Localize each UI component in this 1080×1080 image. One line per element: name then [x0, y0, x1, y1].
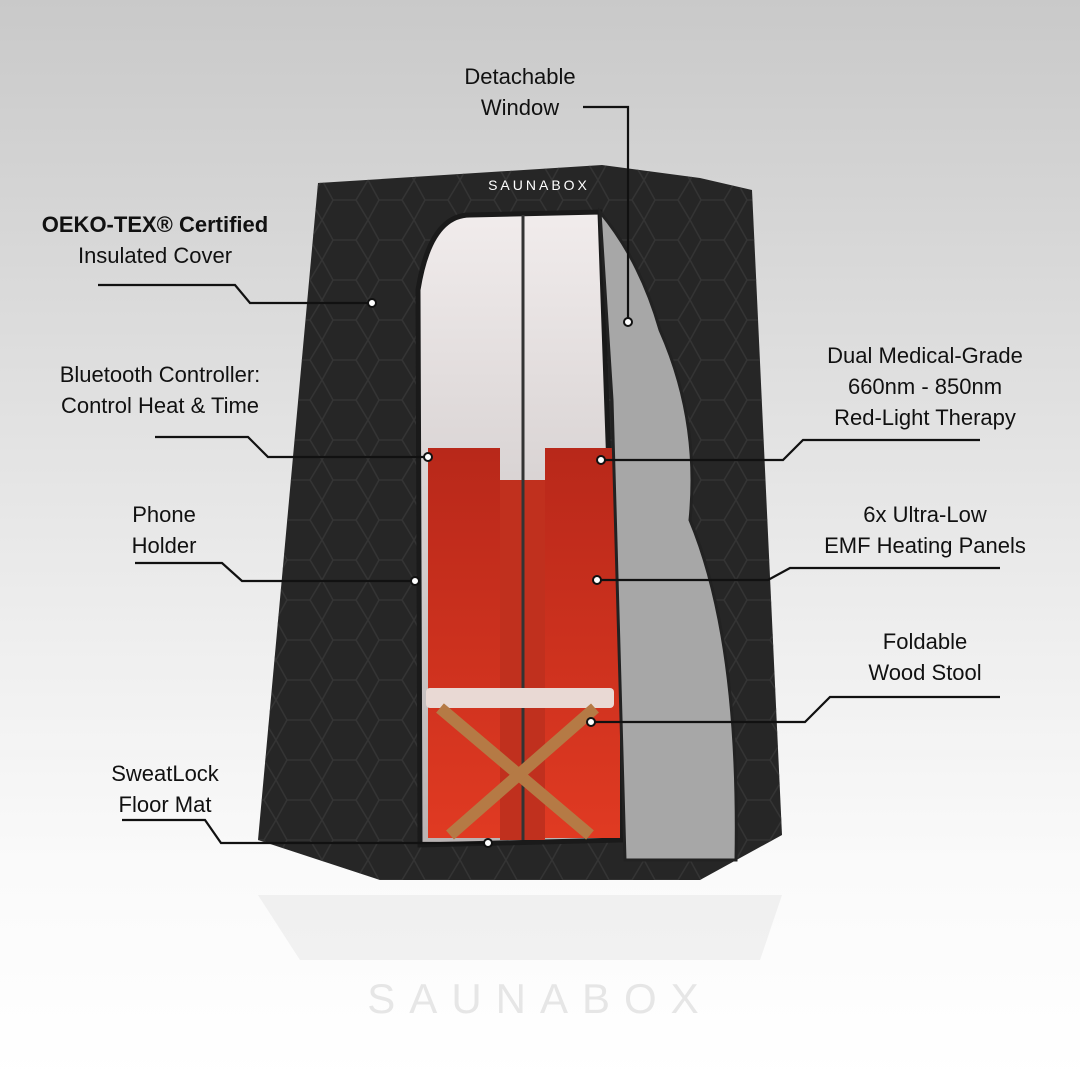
callout-bluetooth-controller: Bluetooth Controller: Control Heat & Tim… [10, 359, 310, 421]
callout-line: EMF Heating Panels [824, 533, 1026, 558]
callout-dot-cover [367, 298, 377, 308]
callout-dot-stool [586, 717, 596, 727]
callout-dot-phone [410, 576, 420, 586]
callout-detachable-window: Detachable Window [420, 61, 620, 123]
callout-line: Foldable [882, 629, 968, 654]
callout-floor-mat: SweatLock Floor Mat [80, 758, 250, 820]
callout-line: Insulated Cover [77, 243, 233, 268]
callout-dot-bluetooth [423, 452, 433, 462]
callout-line: Bluetooth Controller: [59, 362, 261, 387]
callout-line: Phone [132, 502, 196, 527]
callout-heating-panels: 6x Ultra-Low EMF Heating Panels [800, 499, 1050, 561]
callout-wood-stool: Foldable Wood Stool [840, 626, 1010, 688]
brand-logo-top: SAUNABOX [488, 177, 590, 193]
callout-insulated-cover: OEKO-TEX® Certified Insulated Cover [10, 209, 300, 271]
callout-dot-panels [592, 575, 602, 585]
callout-line: Wood Stool [868, 660, 982, 685]
callout-line: Dual Medical-Grade [827, 343, 1023, 368]
callout-line: Red-Light Therapy [834, 405, 1016, 430]
callout-phone-holder: Phone Holder [84, 499, 244, 561]
callout-red-light-therapy: Dual Medical-Grade 660nm - 850nm Red-Lig… [780, 340, 1070, 433]
callout-line: Detachable [464, 64, 576, 89]
callout-line-bold: OEKO-TEX® Certified [41, 212, 269, 237]
callout-line: Holder [131, 533, 197, 558]
callout-line: Floor Mat [118, 792, 212, 817]
callout-dot-window [623, 317, 633, 327]
callout-line: SweatLock [111, 761, 219, 786]
callout-line: 6x Ultra-Low [863, 502, 987, 527]
callout-line: Control Heat & Time [60, 393, 260, 418]
brand-reflection-text: SAUNABOX [367, 975, 713, 1022]
callout-line: 660nm - 850nm [847, 374, 1003, 399]
callout-dot-floor [483, 838, 493, 848]
callout-line: Window [480, 95, 560, 120]
callout-dot-redlight [596, 455, 606, 465]
